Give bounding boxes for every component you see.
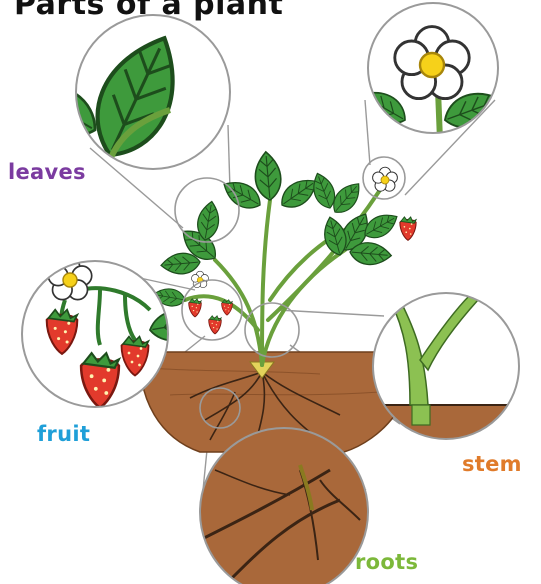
label-stem: stem <box>462 452 522 476</box>
label-roots: roots <box>355 550 418 574</box>
label-leaves: leaves <box>8 160 86 184</box>
magnified-leaves <box>12 15 230 169</box>
label-fruit: fruit <box>37 422 90 446</box>
magnified-flower <box>355 3 507 140</box>
magnified-stem <box>370 293 530 445</box>
magnified-roots <box>200 428 368 584</box>
plant-leaves <box>152 151 402 309</box>
